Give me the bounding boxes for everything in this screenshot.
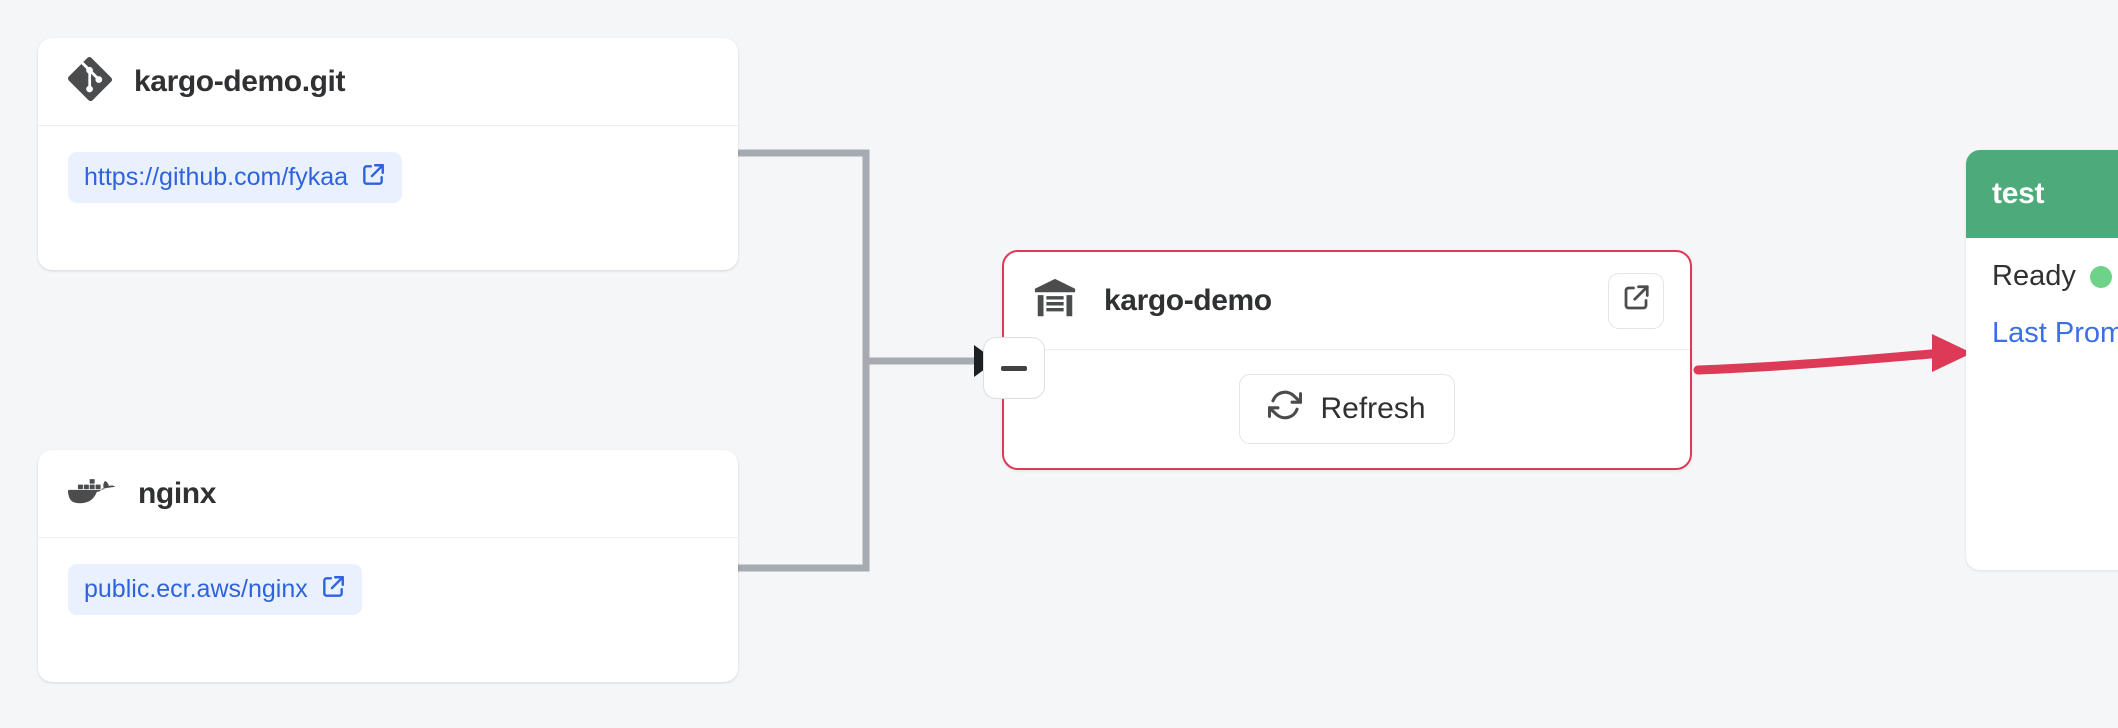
git-repo-body: https://github.com/fykaa bbox=[38, 126, 738, 233]
stage-status-row: Ready bbox=[1992, 260, 2118, 293]
git-repo-header: kargo-demo.git bbox=[38, 38, 738, 126]
external-link-icon bbox=[320, 574, 346, 605]
node-image-repository[interactable]: nginx public.ecr.aws/nginx bbox=[38, 450, 738, 682]
image-repo-header: nginx bbox=[38, 450, 738, 538]
external-link-icon bbox=[360, 162, 386, 193]
warehouse-icon bbox=[1032, 275, 1078, 326]
node-warehouse-kargo-demo[interactable]: kargo-demo bbox=[1002, 250, 1692, 470]
warehouse-header: kargo-demo bbox=[1004, 252, 1690, 350]
status-dot-icon bbox=[2089, 265, 2112, 288]
warehouse-title: kargo-demo bbox=[1104, 283, 1272, 317]
image-repo-url-label: public.ecr.aws/nginx bbox=[84, 575, 308, 603]
node-stage-test[interactable]: test Ready Last Prom bbox=[1966, 150, 2118, 570]
image-repo-url-chip[interactable]: public.ecr.aws/nginx bbox=[68, 564, 362, 615]
stage-body: Ready Last Prom bbox=[1966, 238, 2118, 372]
edge-sources-to-warehouse bbox=[737, 149, 975, 572]
refresh-icon bbox=[1268, 388, 1303, 430]
node-git-repository[interactable]: kargo-demo.git https://github.com/fykaa bbox=[38, 38, 738, 270]
docker-icon bbox=[67, 467, 116, 520]
stage-status-label: Ready bbox=[1992, 260, 2076, 292]
warehouse-open-button[interactable] bbox=[1608, 272, 1664, 329]
image-repo-title: nginx bbox=[138, 476, 216, 510]
external-link-icon bbox=[1621, 283, 1651, 318]
image-repo-body: public.ecr.aws/nginx bbox=[38, 538, 738, 645]
stage-last-promotion-link[interactable]: Last Prom bbox=[1992, 317, 2118, 349]
git-icon bbox=[67, 56, 113, 106]
warehouse-collapse-handle[interactable] bbox=[983, 337, 1045, 399]
stage-title: test bbox=[1992, 177, 2045, 210]
git-repo-url-chip[interactable]: https://github.com/fykaa bbox=[68, 152, 403, 203]
minus-icon bbox=[1001, 365, 1027, 371]
git-repo-title: kargo-demo.git bbox=[134, 64, 346, 98]
git-repo-url-label: https://github.com/fykaa bbox=[84, 163, 349, 191]
warehouse-refresh-label: Refresh bbox=[1320, 392, 1426, 425]
stage-header: test bbox=[1966, 150, 2118, 238]
edge-warehouse-to-stage bbox=[1693, 334, 1972, 375]
warehouse-refresh-button[interactable]: Refresh bbox=[1239, 374, 1455, 444]
warehouse-body: Refresh bbox=[1004, 350, 1690, 468]
